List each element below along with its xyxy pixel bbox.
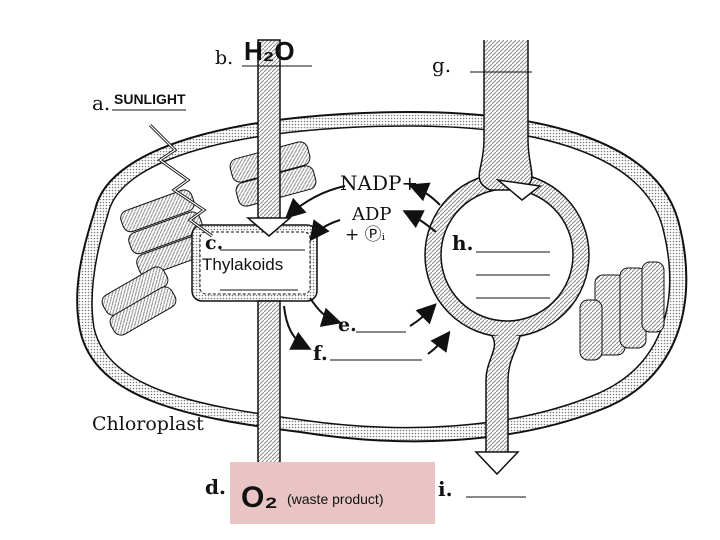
label-pi: + Ⓟᵢ — [345, 225, 386, 245]
arrow-thylakoid-to-f — [283, 305, 312, 350]
label-i-letter: i. — [438, 477, 453, 501]
label-g-letter: g. — [432, 53, 451, 77]
arrow-cycle-to-adp — [402, 210, 437, 233]
arrow-adp-to-thylakoid — [309, 219, 341, 242]
label-nadp: NADP+ — [340, 171, 418, 195]
grana-right — [579, 261, 665, 361]
label-c-answer: Thylakoids — [202, 255, 283, 274]
water-arrowhead — [245, 217, 293, 237]
arrow-thylakoid-to-e — [309, 297, 342, 327]
sunlight-bolt-inner — [149, 124, 213, 237]
thylakoid-stack — [191, 224, 318, 302]
oxygen-shaft-bottom — [257, 300, 281, 477]
label-adp: ADP — [351, 204, 392, 225]
label-chloroplast: Chloroplast — [92, 413, 204, 435]
label-a-answer: SUNLIGHT — [114, 91, 186, 107]
water-shaft-top — [257, 39, 281, 226]
label-a-letter: a. — [92, 91, 110, 115]
label-f-letter: f. — [313, 341, 328, 365]
label-d-note: (waste product) — [287, 491, 383, 507]
arrow-nadp-to-thylakoid — [285, 185, 346, 219]
calvin-cycle-center — [440, 188, 574, 322]
label-e-letter: e. — [338, 314, 357, 336]
sugar-arrowhead — [474, 451, 520, 476]
arrow-f-to-cycle — [427, 330, 451, 355]
label-d-answer: O₂ — [241, 481, 278, 514]
arrow-cycle-to-nadp — [408, 182, 441, 206]
arrow-e-to-cycle — [409, 303, 437, 327]
label-b-letter: b. — [215, 47, 233, 69]
label-b-answer: H₂O — [244, 36, 295, 66]
label-d-letter: d. — [205, 475, 226, 499]
co2-input-shaft — [478, 40, 533, 191]
co2-arrowhead — [495, 178, 542, 201]
d-answer-box — [230, 462, 435, 524]
label-c-letter: c. — [205, 232, 223, 254]
label-h-letter: h. — [452, 231, 474, 255]
